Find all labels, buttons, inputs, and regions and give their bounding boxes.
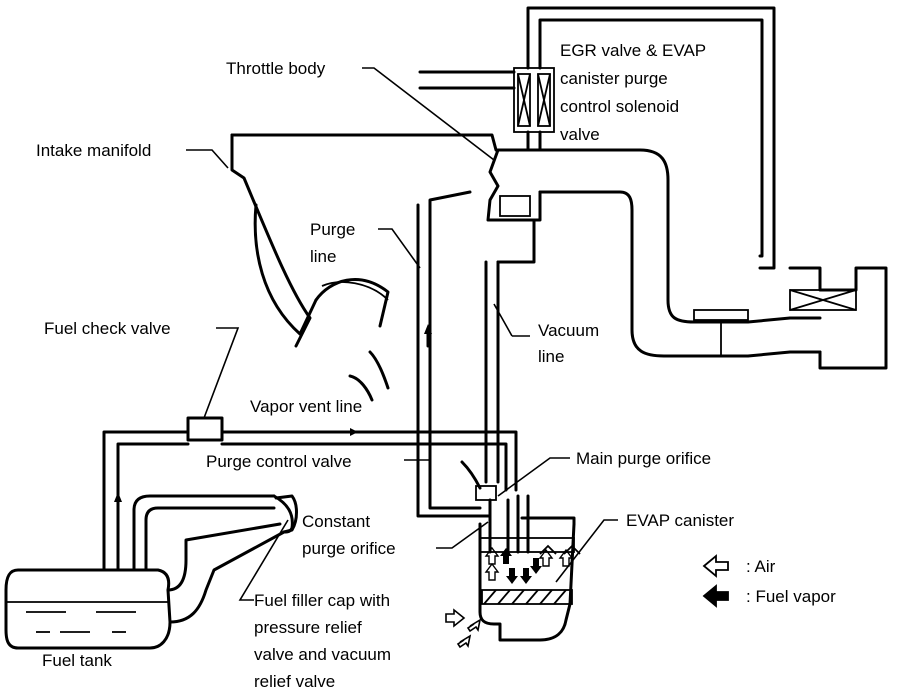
label-constant-purge-orifice-2: purge orifice <box>302 539 396 558</box>
diagram-labels: Throttle body EGR valve & EVAP canister … <box>36 41 734 691</box>
label-vacuum-line-2: line <box>538 347 564 366</box>
label-intake-manifold: Intake manifold <box>36 141 151 160</box>
label-egr-evap-line-3: control solenoid <box>560 97 679 116</box>
label-fuel-filler-cap-3: valve and vacuum <box>254 645 391 664</box>
solenoid-vacuum-tubes <box>526 6 776 270</box>
intake-manifold <box>230 133 498 402</box>
egr-evap-solenoid-valve <box>418 67 555 133</box>
fuel-filler-cap <box>274 494 298 534</box>
fuel-check-valve <box>186 416 224 442</box>
label-egr-evap-line-4: valve <box>560 125 600 144</box>
legend-fuel-vapor-label: : Fuel vapor <box>746 587 836 606</box>
purge-line <box>416 203 492 518</box>
vapor-vent-line <box>102 428 518 572</box>
label-main-purge-orifice: Main purge orifice <box>576 449 711 468</box>
air-cleaner <box>788 266 888 370</box>
evap-canister <box>478 494 581 642</box>
label-vacuum-line-1: Vacuum <box>538 321 599 340</box>
legend: : Air : Fuel vapor <box>702 554 836 608</box>
purge-control-valve <box>460 460 497 501</box>
label-egr-evap-line-2: canister purge <box>560 69 668 88</box>
label-purge-line-1: Purge <box>310 220 355 239</box>
label-purge-control-valve: Purge control valve <box>206 452 352 471</box>
label-vapor-vent-line: Vapor vent line <box>250 397 362 416</box>
label-fuel-filler-cap-1: Fuel filler cap with <box>254 591 390 610</box>
label-purge-line-2: line <box>310 247 336 266</box>
label-fuel-filler-cap-2: pressure relief <box>254 618 362 637</box>
label-fuel-filler-cap-4: relief valve <box>254 672 335 691</box>
label-fuel-check-valve: Fuel check valve <box>44 319 171 338</box>
fuel-tank <box>4 568 172 650</box>
label-egr-evap-line-1: EGR valve & EVAP <box>560 41 706 60</box>
label-throttle-body: Throttle body <box>226 59 326 78</box>
label-constant-purge-orifice-1: Constant <box>302 512 370 531</box>
air-arrow-icon <box>702 554 729 578</box>
label-evap-canister: EVAP canister <box>626 511 734 530</box>
leader-lines <box>186 67 618 601</box>
label-fuel-tank: Fuel tank <box>42 651 112 670</box>
air-inlet-arrows <box>445 608 482 649</box>
intake-air-duct <box>486 148 822 358</box>
canister-flow-arrows <box>484 546 574 584</box>
fuel-vapor-arrow-icon <box>702 584 729 608</box>
legend-air-label: : Air <box>746 557 776 576</box>
